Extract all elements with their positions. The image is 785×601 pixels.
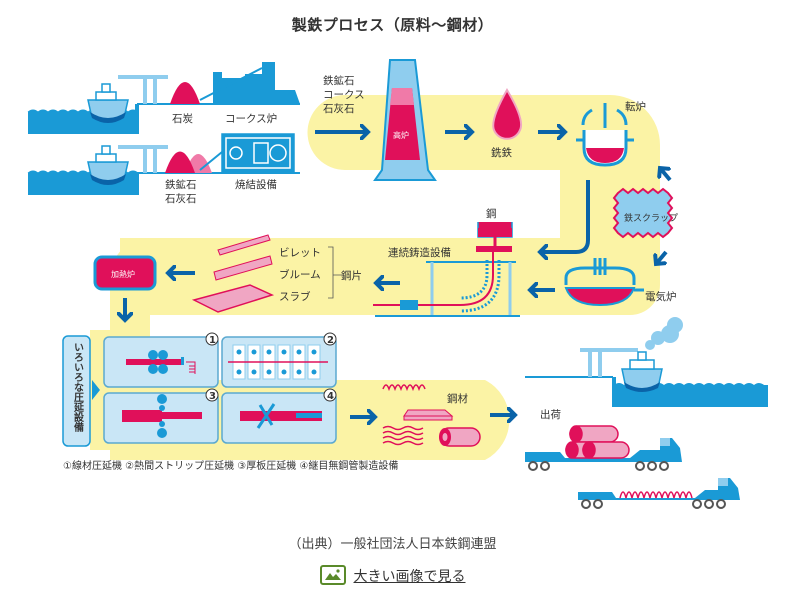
smoke-icon xyxy=(645,317,683,350)
label-electric-furnace: 電気炉 xyxy=(645,290,677,303)
label-reheat-furnace: 加熱炉 xyxy=(111,269,135,279)
semi-products-icon xyxy=(191,234,275,313)
arrow-scrap-to-electric xyxy=(656,250,668,264)
mill-panel-1 xyxy=(103,336,219,388)
label-continuous-casting: 連続鋳造設備 xyxy=(388,246,451,259)
ship-icon xyxy=(87,83,129,124)
input-limestone: 石灰石 xyxy=(323,102,355,115)
label-rolling-mills: いろいろな圧延設備 xyxy=(72,342,85,433)
reheat-furnace-icon xyxy=(93,255,157,291)
label-coke-oven: コークス炉 xyxy=(225,113,277,125)
ore-dock: 鉄鉱石 石灰石 焼結設備 xyxy=(27,133,300,205)
truck-wire-coil xyxy=(578,478,740,509)
view-large-image[interactable]: 大きい画像で見る xyxy=(0,565,785,589)
label-converter: 転炉 xyxy=(625,101,646,113)
bracket xyxy=(328,246,343,299)
label-limestone: 石灰石 xyxy=(165,192,197,205)
label-slab: スラブ xyxy=(279,290,311,303)
input-coke: コークス xyxy=(323,89,365,101)
electric-furnace-icon xyxy=(564,258,644,307)
rolling-caption: ①線材圧延機 ②熱間ストリップ圧延機 ③厚板圧延機 ④継目無鋼管製造設備 xyxy=(63,459,398,472)
coke-oven-icon xyxy=(199,62,300,104)
shipping-port xyxy=(525,317,768,407)
label-blast-furnace: 高炉 xyxy=(393,130,409,140)
label-steel-products: 鋼材 xyxy=(447,392,468,405)
crane-icon xyxy=(118,145,168,173)
diagram-title: 製鉄プロセス（原料～鋼材） xyxy=(291,16,494,34)
input-iron-ore: 鉄鉱石 xyxy=(323,74,355,87)
sinter-plant-icon xyxy=(199,133,295,173)
crane-icon xyxy=(118,75,168,104)
source-credit: （出典）一般社団法人日本鉄鋼連盟 xyxy=(288,537,497,552)
blast-furnace-icon: 高炉 xyxy=(373,59,437,181)
ship-icon xyxy=(621,351,663,393)
label-steel: 鋼 xyxy=(486,207,497,220)
image-icon xyxy=(319,565,346,589)
arrow-scrap-to-converter xyxy=(660,168,672,182)
mill-panel-2 xyxy=(221,336,337,388)
converter-icon xyxy=(576,103,634,167)
mill-number-badges: ①1 2 3 4 xyxy=(205,332,337,402)
truck-pipes xyxy=(525,425,682,471)
arrow-converter-to-casting xyxy=(540,180,590,252)
steel-products-icon xyxy=(382,384,481,447)
label-billet: ビレット xyxy=(279,247,321,259)
rolling-pointer xyxy=(92,380,100,400)
label-sinter: 焼結設備 xyxy=(235,178,277,191)
coal-dock: 石炭 コークス炉 xyxy=(27,62,300,134)
label-shipping: 出荷 xyxy=(540,408,561,421)
steelmaking-process-diagram: 石炭 コークス炉 鉄鉱石 石灰石 焼結設備 xyxy=(27,59,768,509)
mill-panel-4 xyxy=(221,392,337,444)
mill-panel-3 xyxy=(103,392,219,444)
pig-iron-drop-icon xyxy=(492,88,523,140)
view-large-image-link[interactable]: 大きい画像で見る xyxy=(353,569,466,585)
ship-icon xyxy=(87,145,129,186)
label-coal: 石炭 xyxy=(172,113,193,125)
svg-text:2: 2 xyxy=(327,335,334,346)
svg-text:3: 3 xyxy=(209,391,216,402)
continuous-casting-icon: 鋼 xyxy=(373,207,520,317)
label-bloom: ブルーム xyxy=(279,268,321,281)
svg-text:1: 1 xyxy=(209,335,216,346)
scrap-icon: 鉄スクラップ xyxy=(612,187,678,239)
label-iron-ore: 鉄鉱石 xyxy=(165,178,197,191)
coal-pile xyxy=(170,82,200,104)
ore-pile xyxy=(165,151,195,173)
label-pig-iron: 銑鉄 xyxy=(491,146,512,159)
label-scrap: 鉄スクラップ xyxy=(624,212,678,224)
label-semi-products: 鋼片 xyxy=(341,269,362,282)
svg-text:4: 4 xyxy=(327,391,334,402)
